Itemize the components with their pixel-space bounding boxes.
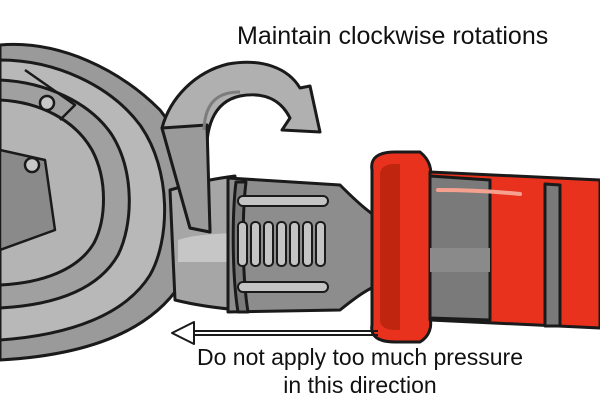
curved-clockwise-arrow-icon — [160, 60, 322, 234]
pressure-note: Do not apply too much pressure in this d… — [140, 343, 580, 399]
left-arrow-icon — [171, 321, 378, 345]
grinder-shaft — [226, 176, 387, 314]
pressure-note-line-1: Do not apply too much pressure — [196, 344, 523, 370]
grinder-handle — [370, 150, 600, 344]
pressure-note-line-2: in this direction — [283, 372, 437, 398]
rotation-note: Maintain clockwise rotations — [237, 22, 549, 50]
grinder-guard — [0, 42, 197, 362]
